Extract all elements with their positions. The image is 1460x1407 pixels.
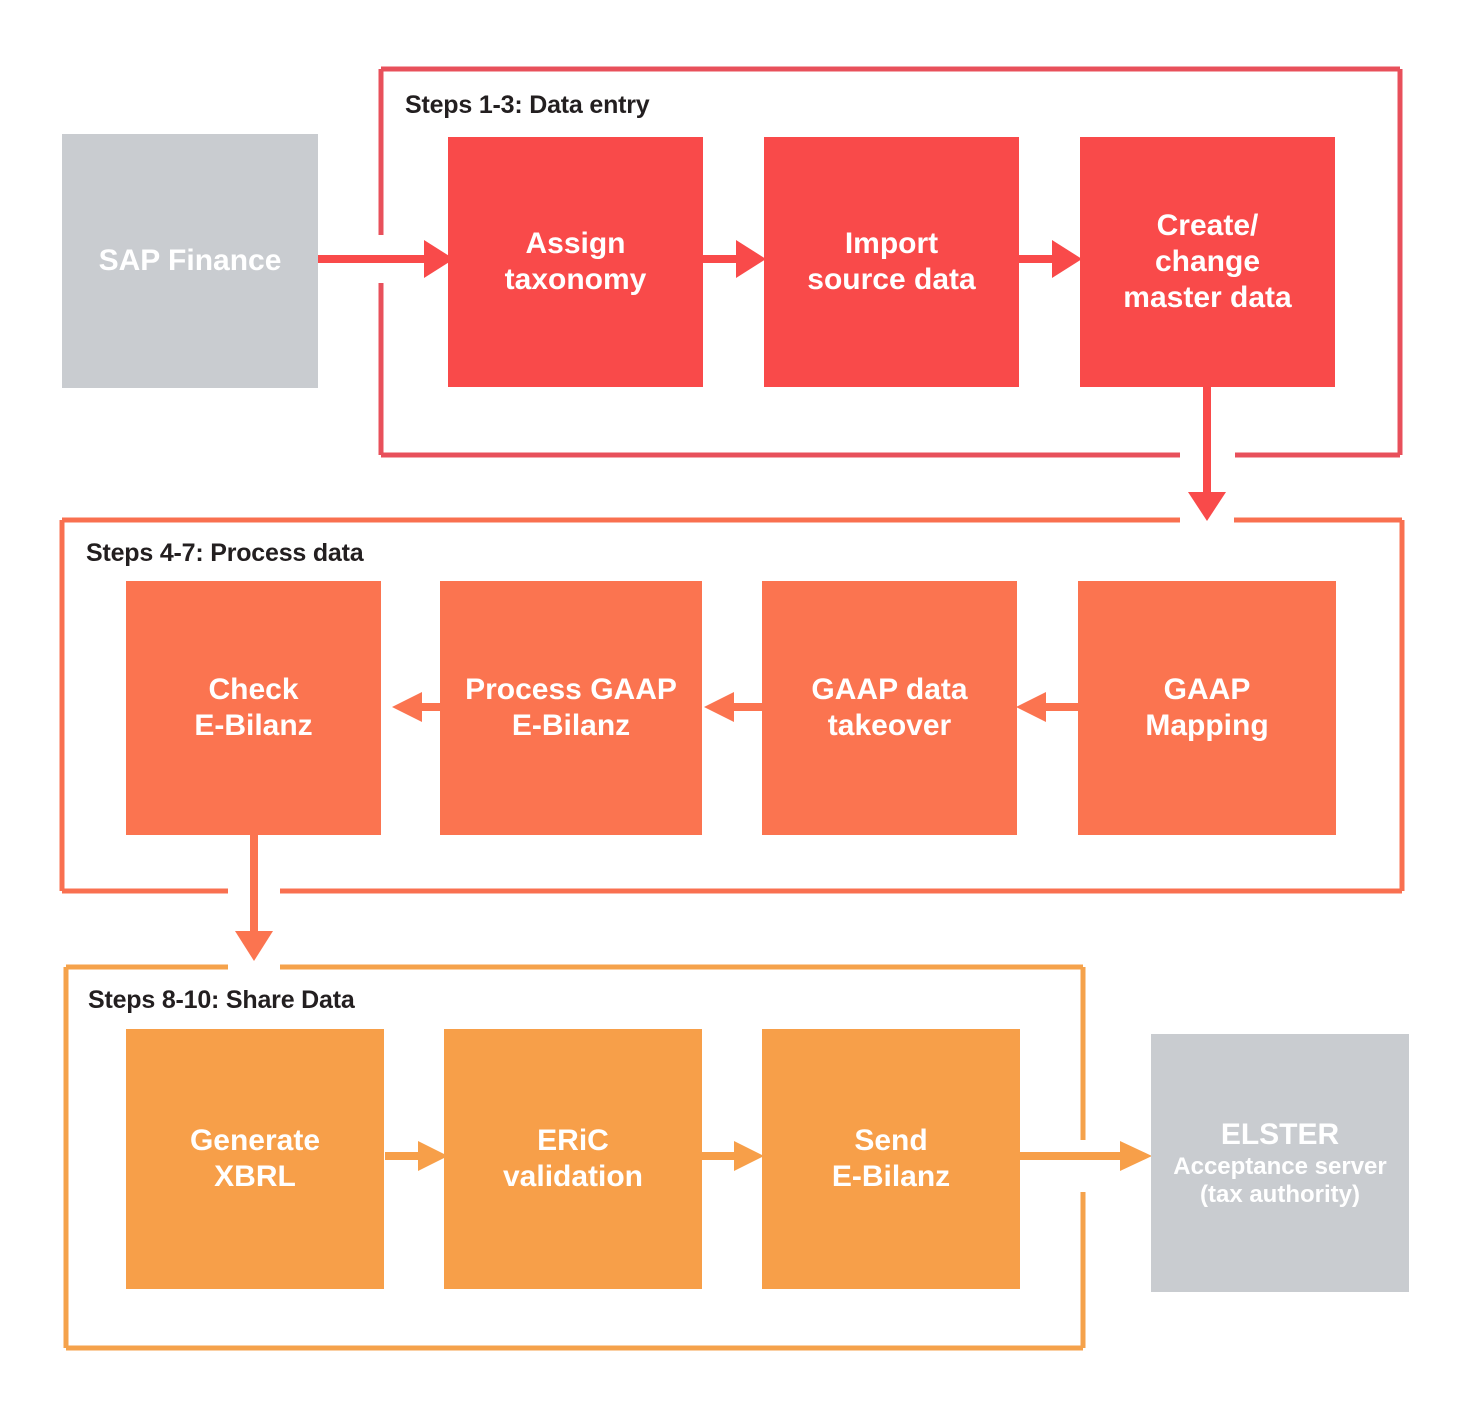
line-1: Import (844, 227, 939, 260)
node-check-e-bilanz[interactable]: Check E-Bilanz (126, 581, 381, 835)
line-1: Send (854, 1124, 928, 1157)
elster-line2: Acceptance server (1173, 1152, 1387, 1180)
arrow-eric-to-send (701, 1141, 764, 1171)
line-1: Process GAAP (465, 673, 677, 706)
line-1: Generate (189, 1124, 321, 1157)
node-create-change-master-data[interactable]: Create/ change master data (1080, 137, 1335, 387)
line-2: E-Bilanz (831, 1160, 951, 1193)
node-gaap-mapping[interactable]: GAAP Mapping (1078, 581, 1336, 835)
line-2: validation (502, 1160, 644, 1193)
node-assign-taxonomy-label: Assign taxonomy (499, 226, 653, 298)
arrow-import-to-create (1019, 240, 1082, 278)
line-1: ERiC (537, 1124, 609, 1157)
node-sap-finance[interactable]: SAP Finance (62, 134, 318, 388)
line-2: E-Bilanz (511, 709, 631, 742)
line-2: taxonomy (504, 263, 647, 296)
group-3-title: Steps 8-10: Share Data (88, 986, 355, 1014)
line-1: Check (208, 673, 299, 706)
node-send-e-bilanz-label: Send E-Bilanz (826, 1123, 956, 1195)
line-1: GAAP data (811, 673, 968, 706)
node-generate-xbrl[interactable]: Generate XBRL (126, 1029, 384, 1289)
elster-line3: (tax authority) (1199, 1181, 1360, 1208)
node-gaap-data-takeover-label: GAAP data takeover (805, 672, 973, 744)
node-send-e-bilanz[interactable]: Send E-Bilanz (762, 1029, 1020, 1289)
node-assign-taxonomy[interactable]: Assign taxonomy (448, 137, 703, 387)
group-1-title: Steps 1-3: Data entry (405, 91, 650, 119)
line-2: XBRL (214, 1160, 296, 1193)
line-2: takeover (827, 709, 952, 742)
node-gaap-data-takeover[interactable]: GAAP data takeover (762, 581, 1017, 835)
node-import-source-data-label: Import source data (801, 226, 981, 298)
line-1: Create/ (1156, 209, 1259, 242)
line-2: change (1154, 245, 1260, 278)
node-eric-validation[interactable]: ERiC validation (444, 1029, 702, 1289)
arrow-send-to-elster (1018, 1141, 1152, 1171)
node-gaap-mapping-label: GAAP Mapping (1139, 672, 1274, 744)
arrow-create-to-group2 (1188, 386, 1226, 521)
group-2-title: Steps 4-7: Process data (86, 539, 364, 567)
arrow-mapping-to-takeover (1016, 692, 1078, 722)
line-1: Assign (525, 227, 626, 260)
node-check-e-bilanz-label: Check E-Bilanz (188, 672, 318, 744)
arrow-xbrl-to-eric (385, 1141, 448, 1171)
node-elster-label: ELSTER Acceptance server (tax authority) (1167, 1117, 1392, 1210)
node-elster-acceptance-server[interactable]: ELSTER Acceptance server (tax authority) (1151, 1034, 1409, 1292)
node-create-change-master-data-label: Create/ change master data (1117, 208, 1297, 316)
line-2: source data (807, 263, 976, 296)
node-eric-validation-label: ERiC validation (497, 1123, 649, 1195)
line-2: Mapping (1145, 709, 1269, 742)
elster-name: ELSTER (1220, 1117, 1340, 1151)
arrow-takeover-to-process (704, 692, 766, 722)
node-process-gaap-e-bilanz-label: Process GAAP E-Bilanz (459, 672, 683, 744)
node-generate-xbrl-label: Generate XBRL (184, 1123, 326, 1195)
node-sap-finance-label: SAP Finance (98, 244, 282, 277)
arrow-sap-to-assign (318, 240, 454, 278)
line-1: GAAP (1163, 673, 1251, 706)
line-3: master data (1123, 281, 1292, 314)
node-import-source-data[interactable]: Import source data (764, 137, 1019, 387)
arrow-assign-to-import (703, 240, 766, 278)
node-process-gaap-e-bilanz[interactable]: Process GAAP E-Bilanz (440, 581, 702, 835)
arrow-check-to-group3 (235, 835, 273, 961)
line-2: E-Bilanz (194, 709, 313, 742)
